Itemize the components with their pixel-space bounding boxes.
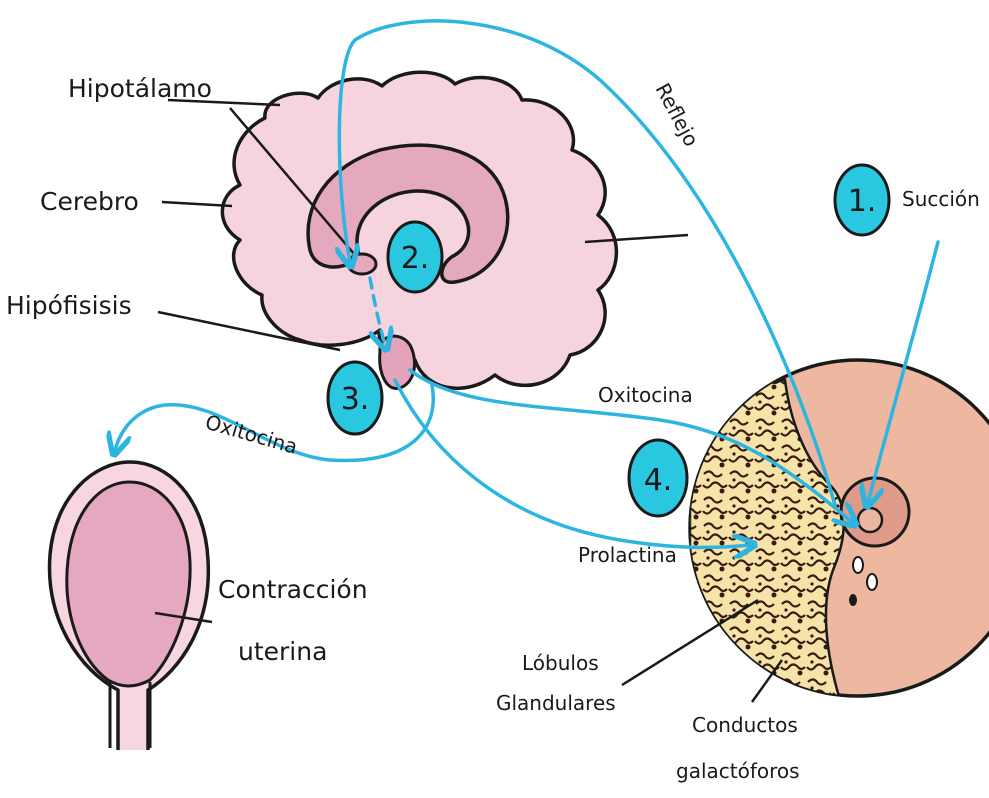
step-badge-4: 4. <box>629 440 687 516</box>
step-badge-2: 2. <box>388 222 442 292</box>
label-contraccion-line1: Contracción <box>218 575 368 604</box>
milk-drop-3 <box>849 594 857 606</box>
label-reflejo: Reflejo <box>651 79 704 150</box>
label-oxitocina-top: Oxitocina <box>598 383 693 407</box>
label-oxitocina-left: Oxitocina <box>203 410 301 459</box>
milk-drop-1 <box>853 557 863 573</box>
label-hipotalamo: Hipotálamo <box>68 74 212 103</box>
step-badge-3: 3. <box>328 362 382 434</box>
step-2-text: 2. <box>401 241 430 276</box>
step-badge-1: 1. <box>835 165 889 235</box>
label-conductos-line2: galactóforos <box>676 759 800 783</box>
nipple <box>858 508 882 532</box>
breast <box>690 360 989 700</box>
label-conductos-line1: Conductos <box>692 713 798 737</box>
label-hipofisis: Hipófisisis <box>6 291 132 320</box>
label-prolactina: Prolactina <box>578 543 677 567</box>
milk-drop-2 <box>867 574 877 590</box>
hypothalamus-shape <box>348 254 376 274</box>
step-4-text: 4. <box>644 463 673 498</box>
label-succion: Succión <box>902 187 980 211</box>
uterus <box>50 462 209 750</box>
label-lobulos-line1: Lóbulos <box>522 651 599 675</box>
label-lobulos-line2: Glandulares <box>496 691 616 715</box>
step-1-text: 1. <box>848 184 877 219</box>
leader-cerebro <box>162 202 232 206</box>
label-contraccion-line2: uterina <box>238 637 327 666</box>
step-3-text: 3. <box>341 382 370 417</box>
label-cerebro: Cerebro <box>40 187 139 216</box>
